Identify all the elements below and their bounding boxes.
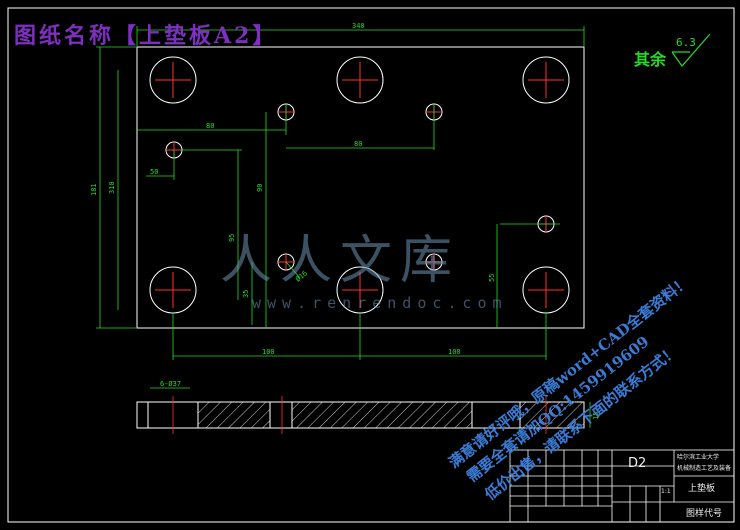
dim-310: 310 <box>108 181 116 194</box>
department-name: 机械制造工艺及装备 <box>677 465 732 472</box>
dimension-lines <box>96 26 591 428</box>
dim-95: 95 <box>228 234 236 242</box>
drawing-number: D2 <box>628 456 647 471</box>
large-hole <box>522 56 570 104</box>
code-label: 图样代号 <box>686 509 723 519</box>
school-name: 哈尔滨工业大学 <box>677 454 720 461</box>
drawing-title: 图纸名称【上垫板A2】 <box>14 23 278 49</box>
dim-50: 50 <box>150 168 158 176</box>
dim-overall-width: 340 <box>352 22 365 30</box>
roughness-label: 其余 <box>634 50 667 69</box>
roughness-symbol <box>671 33 711 67</box>
dim-100-left: 100 <box>262 348 275 356</box>
dim-hole-callout: 6-Ø37 <box>160 380 181 388</box>
section-view <box>136 396 585 434</box>
part-name: 上垫板 <box>688 484 716 494</box>
sheet-border <box>7 7 735 523</box>
plate-plan-view <box>136 46 585 329</box>
scale-value: 1:1 <box>661 488 671 495</box>
watermark-url: www.renrendoc.com <box>252 294 508 312</box>
dim-100-right: 100 <box>448 348 461 356</box>
large-hole <box>149 56 197 104</box>
roughness-value: 6.3 <box>676 36 696 49</box>
large-hole <box>336 56 384 104</box>
dim-80: 80 <box>206 122 214 130</box>
watermark-text: 人人文库 <box>220 231 461 291</box>
dim-80b: 80 <box>354 140 362 148</box>
dim-90: 90 <box>256 184 264 192</box>
large-holes <box>149 56 570 314</box>
dim-thickness: 15 <box>592 412 600 420</box>
title-block <box>509 449 735 523</box>
dim-55: 55 <box>488 274 496 282</box>
dim-35: 35 <box>242 290 250 298</box>
dim-181: 181 <box>90 183 98 196</box>
